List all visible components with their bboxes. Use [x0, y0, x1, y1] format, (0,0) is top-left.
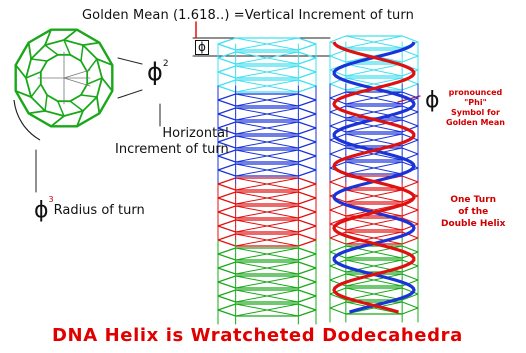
ring-diagonal — [235, 51, 299, 65]
ring-diagonal — [235, 191, 299, 205]
radius-of-turn-label: ϕ3Radius of turn — [34, 195, 145, 223]
spoke-inner — [44, 94, 48, 112]
spoke-outer — [44, 28, 52, 46]
ring-diagonal — [235, 163, 299, 177]
phi-symbol-large: ϕ — [425, 88, 440, 113]
spoke-outer — [76, 110, 84, 128]
ring-diagonal — [345, 119, 403, 133]
angle-ray-b — [63, 77, 91, 87]
helix-strand-blue — [332, 41, 416, 314]
spoke-outer — [14, 90, 32, 98]
spoke-inner — [25, 71, 42, 79]
one-turn-line3: Double Helix — [441, 219, 506, 229]
ring-diagonal — [345, 217, 403, 231]
ring-diagonal — [345, 161, 403, 175]
ring-diagonal — [345, 77, 403, 91]
ring-diagonal — [345, 189, 403, 203]
phi-glyph: ϕ — [147, 58, 163, 86]
phi-cubed-exponent: 3 — [48, 195, 54, 204]
ring-diagonal — [345, 273, 403, 287]
phi-pronunciation-note: pronounced "Phi" Symbol for Golden Mean — [446, 88, 505, 128]
spoke-inner — [80, 94, 98, 98]
angle-ray-a — [63, 69, 91, 79]
spoke-inner — [57, 100, 65, 117]
horizontal-label-line2: Increment of turn — [115, 142, 229, 157]
ring-diagonal — [345, 287, 403, 301]
ring-diagonal — [235, 121, 299, 135]
ring-diagonal — [235, 107, 299, 121]
ring-diagonal — [345, 231, 403, 245]
leader-phi-bottom — [117, 89, 143, 99]
radius-text: Radius of turn — [53, 203, 145, 218]
pronounced-line4: Golden Mean — [446, 118, 505, 127]
dodecagon-top-view — [13, 28, 114, 141]
stacked-dodecahedra-column — [217, 37, 317, 325]
spoke-inner — [30, 83, 42, 98]
ring-diagonal — [235, 261, 299, 275]
ring-diagonal — [235, 79, 299, 93]
ring-diagonal — [235, 275, 299, 289]
spoke-outer — [27, 41, 32, 60]
spoke-inner — [80, 44, 84, 62]
horizontal-increment-label: Horizontal Increment of turn — [115, 126, 229, 158]
spoke-inner — [44, 44, 59, 56]
phi-vertical-increment-label: ϕ — [195, 40, 209, 55]
ring-diagonal — [345, 63, 403, 77]
leader-phi-top — [117, 57, 143, 65]
one-turn-line1: One Turn — [450, 195, 497, 205]
diagram-title: DNA Helix is Wratcheted Dodecahedra — [52, 325, 463, 346]
phi-squared-label: ϕ2 — [147, 58, 169, 86]
spoke-inner — [30, 58, 48, 62]
double-helix-column — [329, 35, 419, 323]
spoke-outer — [50, 115, 65, 128]
ring-diagonal — [235, 233, 299, 247]
radius-arc — [13, 99, 41, 141]
pronounced-line2: "Phi" — [464, 98, 487, 107]
golden-mean-caption: Golden Mean (1.618..) =Vertical Incremen… — [82, 8, 414, 23]
ring-diagonal — [235, 65, 299, 79]
spoke-outer — [96, 96, 101, 115]
horizontal-label-line1: Horizontal — [162, 126, 229, 141]
spoke-outer — [96, 58, 114, 66]
pronounced-line3: Symbol for — [450, 108, 500, 117]
phi-glyph-radius: ϕ — [34, 198, 49, 223]
spoke-outer — [101, 77, 114, 92]
spoke-inner — [69, 100, 84, 112]
spoke-inner — [63, 39, 71, 56]
pronounced-line1: pronounced — [448, 88, 503, 97]
ring-diagonal — [345, 35, 403, 49]
ring-diagonal — [235, 303, 299, 317]
helix-strand-red — [332, 41, 416, 314]
ring-diagonal — [235, 219, 299, 233]
ring-diagonal — [235, 135, 299, 149]
spoke-inner — [86, 58, 98, 73]
ring-diagonal — [235, 93, 299, 107]
spoke-outer — [14, 64, 27, 79]
ring-diagonal — [235, 177, 299, 191]
spoke-outer — [27, 110, 46, 115]
spoke-inner — [86, 77, 103, 85]
spoke-outer — [63, 28, 78, 41]
one-turn-note: One Turn of the Double Helix — [441, 194, 505, 230]
ring-diagonal — [235, 289, 299, 303]
spoke-outer — [82, 41, 101, 46]
phi-squared-exponent: 2 — [162, 59, 169, 69]
ring-diagonal — [235, 205, 299, 219]
ring-diagonal — [235, 149, 299, 163]
ring-diagonal — [345, 147, 403, 161]
ring-diagonal — [235, 37, 299, 51]
one-turn-line2: of the — [458, 207, 489, 217]
ring-diagonal — [235, 247, 299, 261]
